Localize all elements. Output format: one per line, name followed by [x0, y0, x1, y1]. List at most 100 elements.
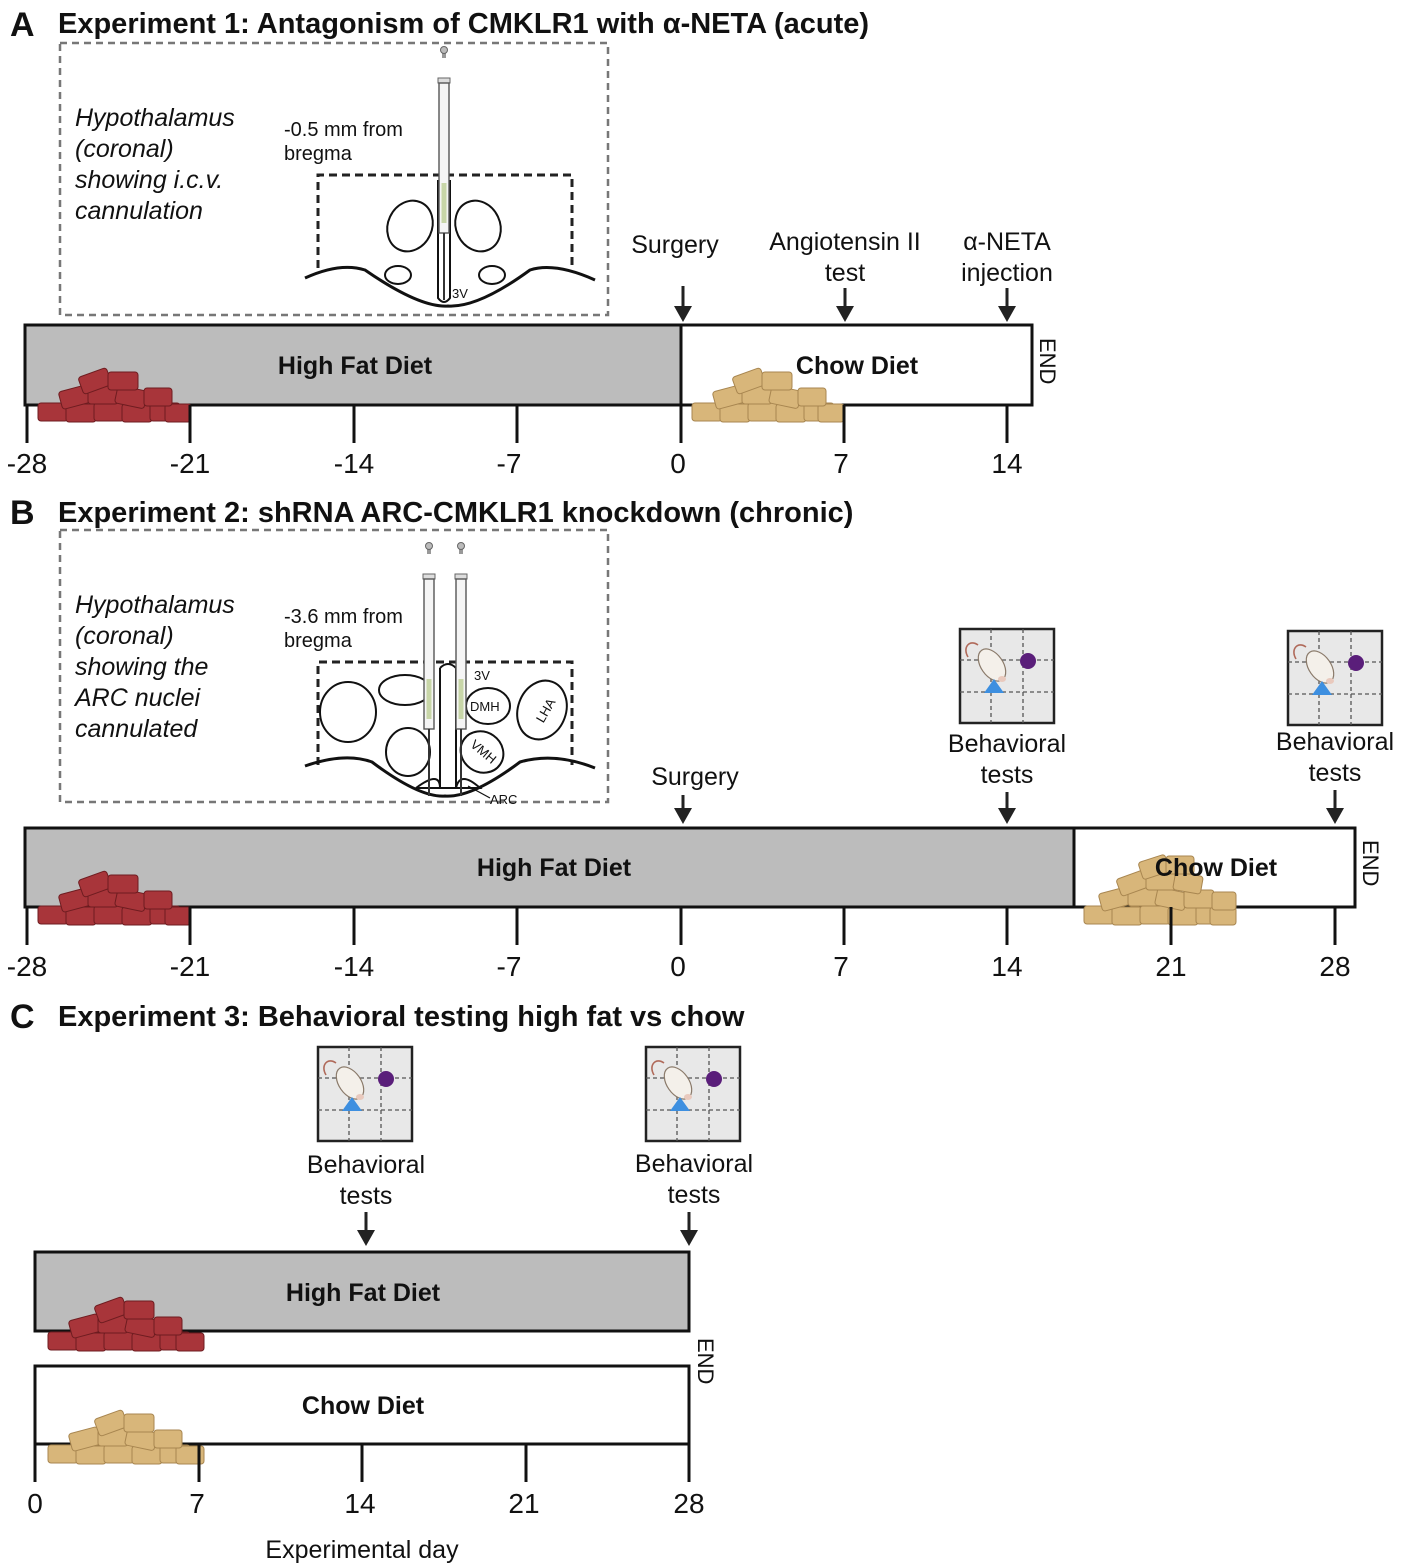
- event-label: tests: [1309, 759, 1362, 787]
- down-arrow-icon: [680, 1230, 698, 1246]
- brain-section-b: 3V DMH LHA VMH ARC: [304, 660, 596, 807]
- tick-label: 7: [833, 951, 849, 982]
- event-label: tests: [668, 1181, 721, 1209]
- axis-label: Experimental day: [265, 1536, 459, 1564]
- panel-a-events: Surgery Angiotensin II test α-NETA injec…: [631, 228, 1053, 322]
- down-arrow-icon: [836, 306, 854, 322]
- tick-marks: [25, 907, 1337, 945]
- panel-b-events: Surgery Behavioral tests Behavioral test…: [651, 627, 1394, 824]
- tick-label: 14: [344, 1488, 375, 1519]
- panel-b-timeline: High Fat Diet Chow Diet END -28 -21 -14 …: [7, 826, 1383, 982]
- event-label: Surgery: [651, 763, 739, 791]
- tick-marks: [33, 1444, 691, 1482]
- panel-a-bregma-line: bregma: [284, 143, 353, 165]
- tick-label: 21: [1155, 951, 1186, 982]
- tick-label: 28: [1319, 951, 1350, 982]
- panel-a-inset: Hypothalamus (coronal) showing i.c.v. ca…: [58, 41, 610, 317]
- tick-label: -14: [334, 448, 374, 479]
- chow-pellets-icon: [691, 367, 845, 423]
- chow-diet-label: Chow Diet: [1155, 854, 1278, 882]
- event-label: tests: [981, 761, 1034, 789]
- tick-label: 0: [670, 448, 686, 479]
- tick-label: 7: [833, 448, 849, 479]
- behavior-arena-icon: [1286, 629, 1384, 727]
- region-dmh-label: DMH: [470, 699, 500, 714]
- event-label: Behavioral: [307, 1151, 425, 1179]
- syringe-icon: [437, 45, 451, 301]
- down-arrow-icon: [998, 306, 1016, 322]
- panel-b-inset: Hypothalamus (coronal) showing the ARC n…: [58, 528, 610, 807]
- high-fat-diet-label: High Fat Diet: [477, 854, 632, 882]
- event-label: test: [825, 259, 865, 287]
- end-label: END: [693, 1338, 718, 1384]
- event-label: α-NETA: [963, 228, 1051, 256]
- tick-label: -14: [334, 951, 374, 982]
- down-arrow-icon: [998, 808, 1016, 824]
- panel-c-timeline: High Fat Diet END Chow Diet 0 7 14 21 28…: [27, 1250, 718, 1564]
- tick-label: -21: [170, 448, 210, 479]
- behavior-arena-icon: [316, 1045, 414, 1143]
- chow-diet-label: Chow Diet: [796, 352, 919, 380]
- end-label: END: [1358, 840, 1383, 886]
- region-3v-label: 3V: [452, 286, 468, 301]
- tick-label: -28: [7, 448, 47, 479]
- panel-a-title: Experiment 1: Antagonism of CMKLR1 with …: [58, 8, 869, 40]
- tick-label: 21: [508, 1488, 539, 1519]
- event-label: Behavioral: [948, 730, 1066, 758]
- chow-diet-label: Chow Diet: [302, 1392, 425, 1420]
- panel-b-inset-line: ARC nuclei: [73, 684, 201, 712]
- tick-label: 28: [673, 1488, 704, 1519]
- tick-label: -7: [497, 951, 522, 982]
- tick-label: 7: [189, 1488, 205, 1519]
- panel-b-inset-line: (coronal): [75, 622, 174, 650]
- high-fat-pellets-icon: [37, 367, 192, 423]
- tick-label: -28: [7, 951, 47, 982]
- region-arc-label: ARC: [490, 792, 517, 807]
- high-fat-pellets-icon: [47, 1296, 205, 1352]
- panel-letter-a: A: [10, 6, 35, 44]
- panel-b-inset-line: showing the: [75, 653, 208, 681]
- panel-a-inset-line: Hypothalamus: [75, 104, 235, 132]
- high-fat-pellets-icon: [37, 870, 192, 926]
- panel-a-bregma-line: -0.5 mm from: [284, 119, 403, 141]
- event-label: Angiotensin II: [769, 228, 921, 256]
- region-vmh-label: VMH: [468, 737, 500, 767]
- tick-label: 0: [27, 1488, 43, 1519]
- tick-label: -21: [170, 951, 210, 982]
- event-label: Behavioral: [1276, 728, 1394, 756]
- tick-label: -7: [497, 448, 522, 479]
- event-label: Behavioral: [635, 1150, 753, 1178]
- tick-label: 0: [670, 951, 686, 982]
- end-label: END: [1035, 338, 1060, 384]
- behavior-arena-icon: [958, 627, 1056, 725]
- panel-b-bregma-line: bregma: [284, 630, 353, 652]
- panel-b-title: Experiment 2: shRNA ARC-CMKLR1 knockdown…: [58, 497, 853, 529]
- panel-letter-c: C: [10, 998, 35, 1036]
- panel-b-inset-line: cannulated: [75, 715, 198, 743]
- event-label: injection: [961, 259, 1053, 287]
- panel-a-timeline: High Fat Diet Chow Diet END -28 -21 -14 …: [7, 323, 1060, 479]
- tick-label: 14: [991, 951, 1022, 982]
- brain-section-a: 3V: [304, 173, 596, 308]
- panel-a-inset-line: showing i.c.v.: [75, 166, 223, 194]
- syringe-icon: [422, 541, 436, 797]
- event-label: Surgery: [631, 231, 719, 259]
- panel-a-inset-line: (coronal): [75, 135, 174, 163]
- high-fat-diet-label: High Fat Diet: [286, 1279, 441, 1307]
- tick-marks: [25, 405, 1009, 443]
- down-arrow-icon: [357, 1230, 375, 1246]
- down-arrow-icon: [674, 808, 692, 824]
- behavior-arena-icon: [644, 1045, 742, 1143]
- panel-c-events: Behavioral tests Behavioral tests: [307, 1045, 753, 1246]
- region-3v-label: 3V: [474, 668, 490, 683]
- panel-b-inset-line: Hypothalamus: [75, 591, 235, 619]
- panel-a-inset-line: cannulation: [75, 197, 203, 225]
- panel-b-bregma-line: -3.6 mm from: [284, 606, 403, 628]
- tick-label: 14: [991, 448, 1022, 479]
- event-label: tests: [340, 1182, 393, 1210]
- down-arrow-icon: [1326, 808, 1344, 824]
- region-lha-label: LHA: [533, 695, 559, 725]
- chow-pellets-icon: [47, 1409, 205, 1465]
- high-fat-diet-label: High Fat Diet: [278, 352, 433, 380]
